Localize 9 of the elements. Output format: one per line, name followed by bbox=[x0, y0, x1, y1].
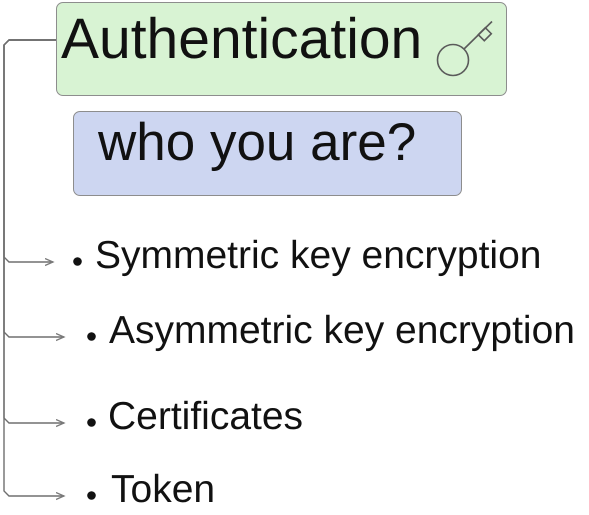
question-text: who you are? bbox=[98, 112, 416, 174]
title-text: Authentication bbox=[61, 6, 422, 72]
list-item-text: Certificates bbox=[108, 394, 304, 440]
list-item-text: Token bbox=[111, 468, 216, 513]
heading-box bbox=[56, 2, 507, 96]
question-box bbox=[73, 111, 462, 196]
list-item-text: Symmetric key encryption bbox=[95, 234, 542, 279]
list-item-text: Asymmetric key encryption bbox=[109, 308, 575, 354]
arrow bbox=[3, 39, 65, 500]
